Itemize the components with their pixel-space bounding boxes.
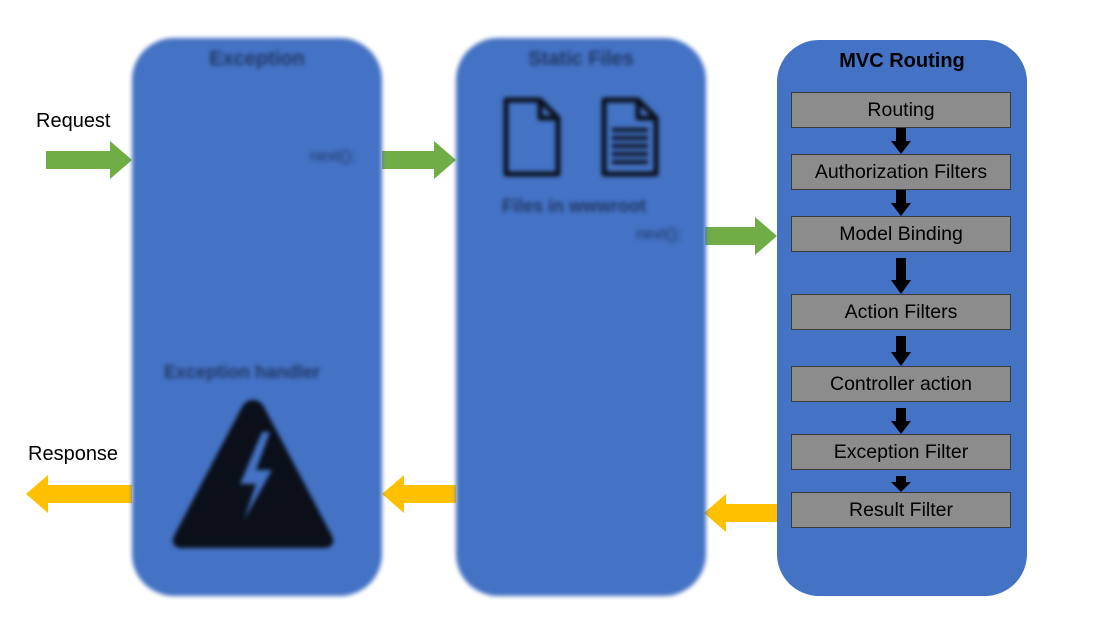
down-arrow-2 [891, 190, 911, 216]
request-arrow-to-mvc [705, 217, 777, 255]
step-model-binding: Model Binding [791, 216, 1011, 252]
files-in-wwwroot-label: Files in wwwroot [502, 196, 647, 216]
request-arrow-to-static [382, 141, 456, 179]
response-arrow-from-static [382, 475, 456, 513]
response-label: Response [28, 443, 119, 465]
step-result-filter: Result Filter [791, 492, 1011, 528]
exception-handler-label: Exception handler [164, 362, 321, 382]
mvc-panel-title: MVC Routing [839, 50, 965, 72]
step-exception-filter: Exception Filter [791, 434, 1011, 470]
down-arrow-5 [891, 408, 911, 434]
request-arrow-in [46, 141, 132, 179]
step-authorization-filters: Authorization Filters [791, 154, 1011, 190]
down-arrow-1 [891, 128, 911, 154]
step-controller-action: Controller action [791, 366, 1011, 402]
exception-panel: Exception next(); Exception handler [132, 38, 382, 596]
down-arrow-3 [891, 258, 911, 294]
exception-next-label: next(); [310, 148, 356, 165]
step-action-filters: Action Filters [791, 294, 1011, 330]
mvc-routing-panel: MVC Routing Routing Authorization Filter… [777, 40, 1027, 596]
request-label: Request [36, 110, 111, 132]
response-arrow-out [26, 475, 132, 513]
static-files-panel-title: Static Files [528, 48, 634, 70]
down-arrow-4 [891, 336, 911, 366]
static-next-label: next(); [636, 226, 682, 243]
response-arrow-from-mvc [704, 494, 778, 532]
file-icon [503, 97, 561, 177]
document-icon [601, 97, 659, 177]
down-arrow-6 [891, 476, 911, 492]
exception-panel-title: Exception [209, 48, 305, 70]
warning-lightning-icon [172, 400, 334, 548]
static-files-panel: Static Files Files in wwwroot next(); [456, 38, 706, 596]
step-routing: Routing [791, 92, 1011, 128]
